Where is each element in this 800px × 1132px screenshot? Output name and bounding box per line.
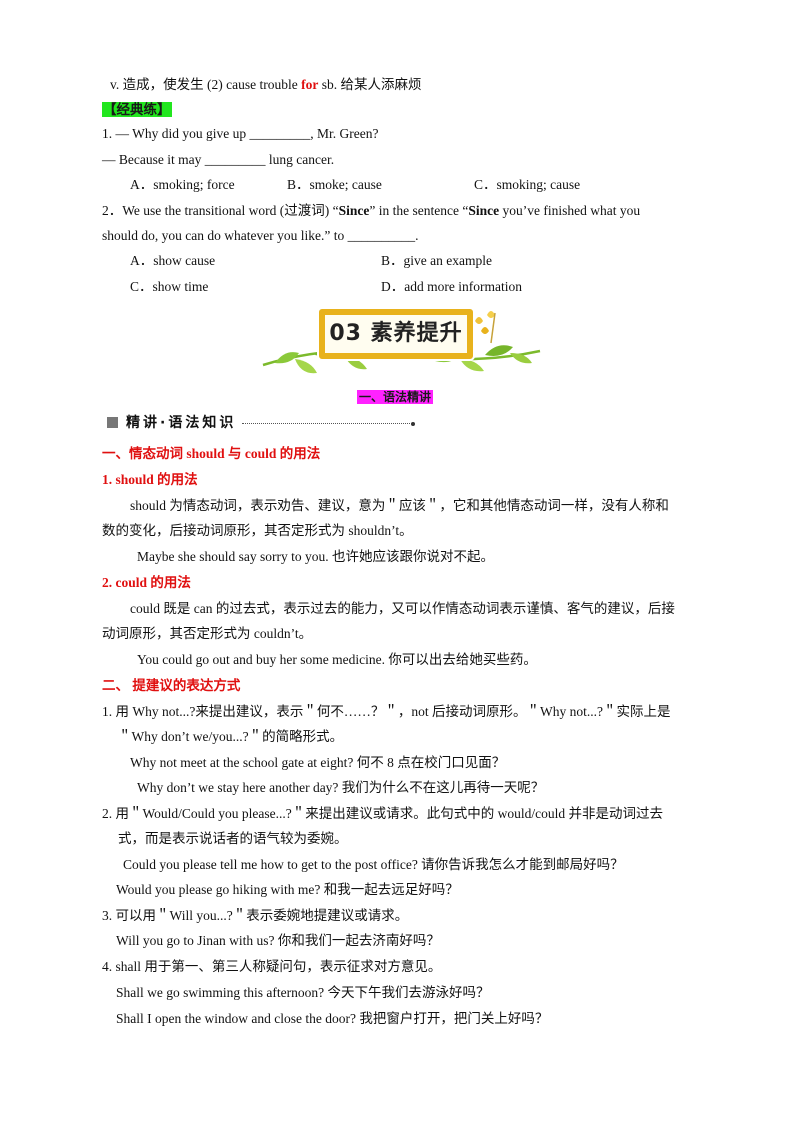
- q2-stem-line2: should do, you can do whatever you like.…: [102, 228, 419, 243]
- why-not-line1: 1. 用 Why not...?来提出建议，表示＂何不……？＂，not 后接动词…: [102, 704, 671, 719]
- q2-stem-part-c: you’ve finished what you: [499, 203, 641, 218]
- q1-option-a: A．smoking; force: [130, 177, 235, 192]
- would-could-line2: 式，而是表示说话者的语气较为委婉。: [118, 831, 348, 846]
- heading-should: 1. should 的用法: [102, 472, 198, 487]
- banner-box: 03 素养提升: [319, 309, 473, 359]
- could-para-line2: 动词原形，其否定形式为 couldn’t。: [102, 626, 313, 641]
- q1-reply: — Because it may _________ lung cancer.: [102, 152, 335, 167]
- why-not-line2: ＂Why don’t we/you...?＂的简略形式。: [118, 729, 344, 744]
- heading-modal-verbs: 一、情态动词 should 与 could 的用法: [102, 446, 321, 461]
- subsection-tag-line: 一、语法精讲: [357, 388, 434, 406]
- vocab-line-tail: sb. 给某人添麻烦: [318, 77, 422, 92]
- dotted-rule: [242, 423, 411, 424]
- heading-could: 2. could 的用法: [102, 575, 191, 590]
- section-title: 精讲·语法知识: [126, 415, 237, 431]
- should-para-line1: should 为情态动词，表示劝告、建议，意为＂应该＂，它和其他情态动词一样，没…: [130, 498, 669, 513]
- should-para-line2: 数的变化，后接动词原形，其否定形式为 shouldn’t。: [102, 523, 413, 538]
- why-not-example1: Why not meet at the school gate at eight…: [130, 755, 506, 770]
- q1-option-b: B．smoke; cause: [287, 177, 382, 192]
- would-could-line1: 2. 用＂Would/Could you please...?＂来提出建议或请求…: [102, 806, 664, 821]
- vocab-for-keyword: for: [301, 77, 319, 92]
- practice-tag-line: 【经典练】: [102, 101, 172, 119]
- square-bullet-icon: [107, 417, 118, 428]
- why-not-example2: Why don’t we stay here another day? 我们为什…: [137, 780, 545, 795]
- vocab-line-lead: v. 造成，使发生 (2) cause trouble: [110, 77, 302, 92]
- section-banner: 03 素养提升: [255, 303, 545, 381]
- q2-option-b: B．give an example: [381, 253, 492, 268]
- q2-option-c: C．show time: [130, 279, 209, 294]
- vocab-line: v. 造成，使发生 (2) cause trouble for sb. 给某人添…: [110, 76, 421, 94]
- shall-example2: Shall I open the window and close the do…: [116, 1011, 549, 1026]
- will-you-example: Will you go to Jinan with us? 你和我们一起去济南好…: [116, 933, 440, 948]
- heading-suggestions: 二、 提建议的表达方式: [102, 678, 241, 693]
- would-could-example2: Would you please go hiking with me? 和我一起…: [116, 882, 459, 897]
- will-you-line: 3. 可以用＂Will you...?＂表示委婉地提建议或请求。: [102, 908, 409, 923]
- q2-option-d: D．add more information: [381, 279, 522, 294]
- subsection-tag: 一、语法精讲: [357, 390, 434, 404]
- q1-option-c: C．smoking; cause: [474, 177, 581, 192]
- q2-since-2: Since: [468, 203, 500, 218]
- q1-stem: 1. — Why did you give up _________, Mr. …: [102, 126, 379, 141]
- could-para-line1: could 既是 can 的过去式，表示过去的能力，又可以作情态动词表示谨慎、客…: [130, 601, 675, 616]
- q2-stem-part-a: 2．We use the transitional word (过渡词) “: [102, 203, 339, 218]
- shall-example1: Shall we go swimming this afternoon? 今天下…: [116, 985, 490, 1000]
- should-example: Maybe she should say sorry to you. 也许她应该…: [137, 549, 494, 564]
- section-title-line: 精讲·语法知识: [107, 414, 416, 432]
- banner-label: 03 素养提升: [329, 321, 463, 346]
- could-example: You could go out and buy her some medici…: [137, 652, 537, 667]
- q2-option-a: A．show cause: [130, 253, 216, 268]
- q2-stem: 2．We use the transitional word (过渡词) “Si…: [102, 202, 640, 220]
- practice-tag: 【经典练】: [102, 102, 172, 117]
- q2-stem-part-b: ” in the sentence “: [369, 203, 469, 218]
- shall-line: 4. shall 用于第一、第三人称疑问句，表示征求对方意见。: [102, 959, 442, 974]
- q2-since-1: Since: [338, 203, 370, 218]
- would-could-example1: Could you please tell me how to get to t…: [123, 857, 624, 872]
- dot-end-icon: [411, 422, 416, 426]
